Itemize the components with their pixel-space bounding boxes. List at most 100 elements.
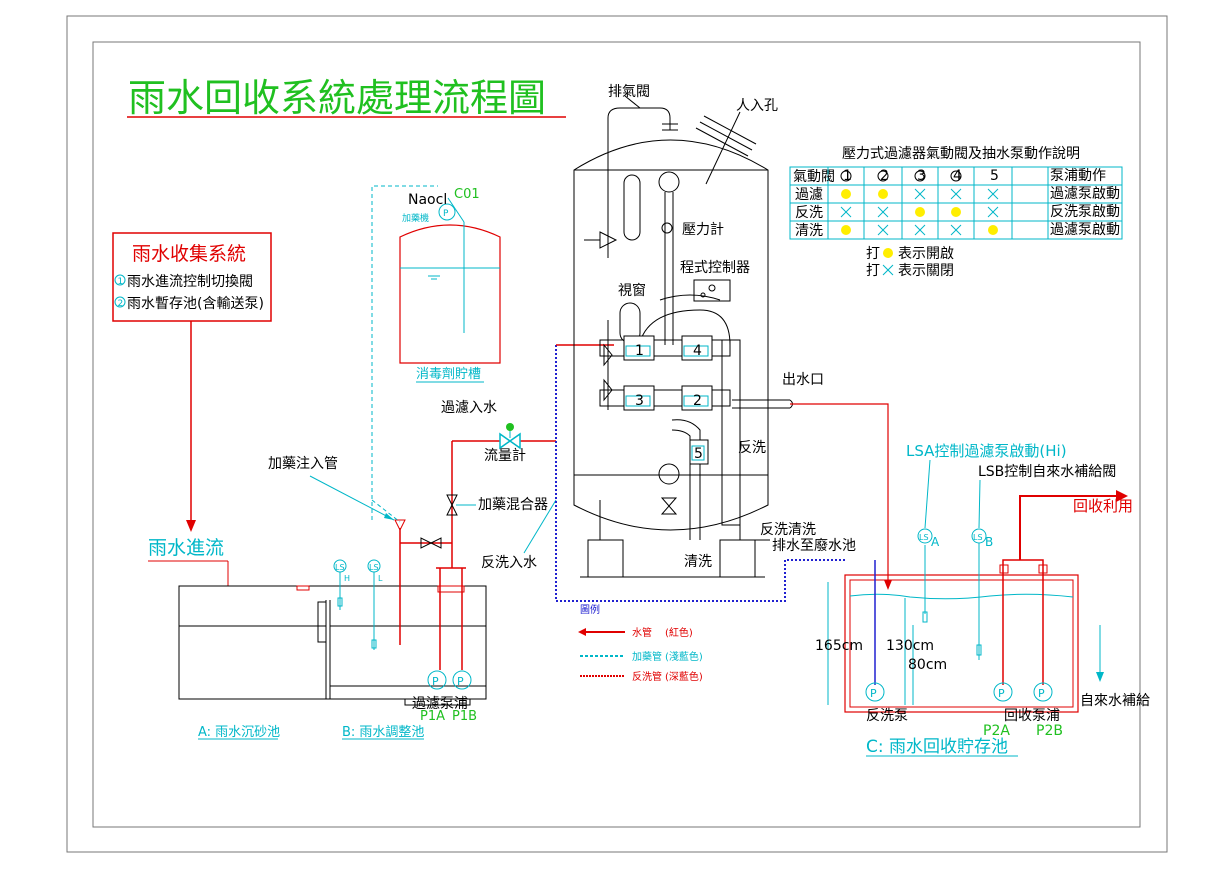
lsb-label: LSB控制自來水補給閥	[978, 464, 1116, 480]
flowmeter-icon	[499, 432, 512, 450]
table-header-cell: 4	[953, 168, 962, 184]
closed-symbol	[914, 188, 926, 200]
manhole	[695, 111, 757, 185]
svg-text:LS: LS	[973, 533, 983, 542]
backwash-rinse-label: 反洗清洗	[760, 522, 816, 538]
open-symbol	[951, 207, 961, 217]
table-header-cell: 氣動閥	[793, 169, 835, 185]
note-prefix: 打	[866, 245, 880, 262]
valve-2: 2	[681, 385, 713, 411]
dosing-mixer-icon	[446, 494, 458, 507]
p2b-label: P2B	[1036, 723, 1063, 739]
note-text: 表示開啟	[898, 246, 954, 262]
legend-label: 加藥管	[632, 650, 662, 663]
pressure-gauge-label: 壓力計	[682, 222, 724, 238]
inflow-label: 雨水進流	[148, 537, 224, 559]
table-row-action: 過濾泵啟動	[1050, 186, 1120, 202]
legend-title: 圖例	[580, 603, 600, 616]
pool-c-float	[922, 545, 928, 623]
svg-text:4: 4	[693, 343, 702, 359]
reuse-pipe	[1019, 495, 1118, 560]
svg-text:B: B	[985, 535, 993, 549]
open-symbol	[841, 189, 851, 199]
item-number-circle	[114, 274, 126, 286]
svg-text:LS: LS	[335, 563, 345, 572]
closed-symbol	[877, 206, 889, 218]
reuse-label: 回收利用	[1073, 497, 1133, 515]
p1b-label: P1B	[452, 709, 477, 724]
pump-p1a: P	[427, 568, 447, 690]
pressure-filter-vessel	[573, 139, 769, 578]
legend-color-name: (紅色)	[665, 626, 693, 639]
pump-p2a-icon	[993, 682, 1013, 702]
valve-table	[789, 166, 1123, 240]
table-symbols	[840, 188, 999, 236]
dosing-pipe	[371, 185, 438, 520]
svg-text:P: P	[870, 687, 877, 700]
legend-color-name: (淺藍色)	[665, 650, 703, 663]
water-supply-label: 自來水補給	[1080, 693, 1150, 709]
level-switch-b: LS B	[971, 528, 993, 660]
pressure-gauge-icon	[661, 222, 673, 234]
drain-label: 排水至廢水池	[772, 537, 856, 554]
pool-c-label: C: 雨水回收貯存池	[866, 737, 1008, 757]
backwash-label: 反洗	[738, 440, 766, 456]
p1a-label: P1A	[420, 709, 445, 724]
svg-text:P: P	[998, 687, 1005, 700]
filter-inlet-label: 過濾入水	[441, 400, 497, 416]
table-row-action: 反洗泵啟動	[1050, 204, 1120, 220]
valve-4: 4	[681, 335, 713, 361]
backwash-pump-icon	[865, 682, 885, 702]
filter-pump-label: 過濾泵浦	[412, 696, 468, 712]
collection-box-title: 雨水收集系統	[132, 243, 246, 265]
dosing-pipe-label: 加藥注入管	[268, 456, 338, 472]
item-number-circle	[114, 296, 126, 308]
sight-glass-label: 視窗	[618, 282, 646, 299]
dosing-pump-label: 加藥機	[402, 212, 429, 224]
item-number: 1	[118, 277, 124, 287]
collection-item-label: 雨水暫存池(含輸送泵)	[127, 296, 264, 312]
disinfectant-tank-label: 消毒劑貯槽	[416, 366, 481, 382]
flowmeter-label: 流量計	[484, 448, 526, 464]
rinse-label: 清洗	[684, 554, 712, 570]
level-switch-a: LS A	[917, 528, 940, 549]
svg-text:2: 2	[693, 393, 702, 409]
dosing-pump-icon	[438, 203, 456, 221]
table-header-cell: 2	[880, 168, 889, 184]
pool-c	[827, 574, 1079, 713]
svg-text:A: A	[931, 535, 940, 549]
legend: 圖例 水管 (紅色) 加藥管 (淺藍色) 反洗管 (深藍色)	[578, 603, 703, 683]
pool-b-label: B: 雨水調整池	[342, 725, 424, 740]
p2a-label: P2A	[983, 723, 1010, 739]
svg-text:1: 1	[635, 343, 644, 359]
controller-icon	[693, 279, 731, 302]
air-vent-label: 排氣閥	[608, 84, 650, 100]
controller-label: 程式控制器	[680, 260, 750, 276]
dim-165-label: 165cm	[815, 638, 863, 654]
svg-text:L: L	[378, 574, 383, 583]
dim-80-label: 80cm	[908, 657, 947, 673]
closed-symbol	[987, 188, 999, 200]
legend-label: 水管	[632, 626, 652, 639]
open-symbol	[878, 189, 888, 199]
closed-symbol	[882, 264, 894, 276]
pool-a-label: A: 雨水沉砂池	[198, 725, 280, 740]
manhole-label: 人入孔	[736, 98, 778, 114]
closed-symbol	[840, 206, 852, 218]
pump-p1b: P	[452, 568, 472, 690]
table-row-name: 反洗	[795, 205, 823, 221]
table-row-name: 清洗	[795, 223, 823, 239]
closed-symbol	[877, 224, 889, 236]
svg-text:LS: LS	[919, 533, 929, 542]
table-row-action: 過濾泵啟動	[1050, 222, 1120, 238]
air-vent-valve	[584, 107, 678, 258]
disinfectant-tank	[399, 197, 501, 364]
open-symbol	[988, 225, 998, 235]
outlet-pipe	[790, 403, 889, 586]
backwash-pipe	[555, 345, 847, 602]
backwash-pump-label: 反洗泵	[866, 708, 908, 724]
valve-5: 5	[658, 419, 709, 540]
diagram-title: 雨水回收系統處理流程圖	[128, 76, 546, 120]
recovery-pump-label: 回收泵浦	[1004, 708, 1060, 724]
